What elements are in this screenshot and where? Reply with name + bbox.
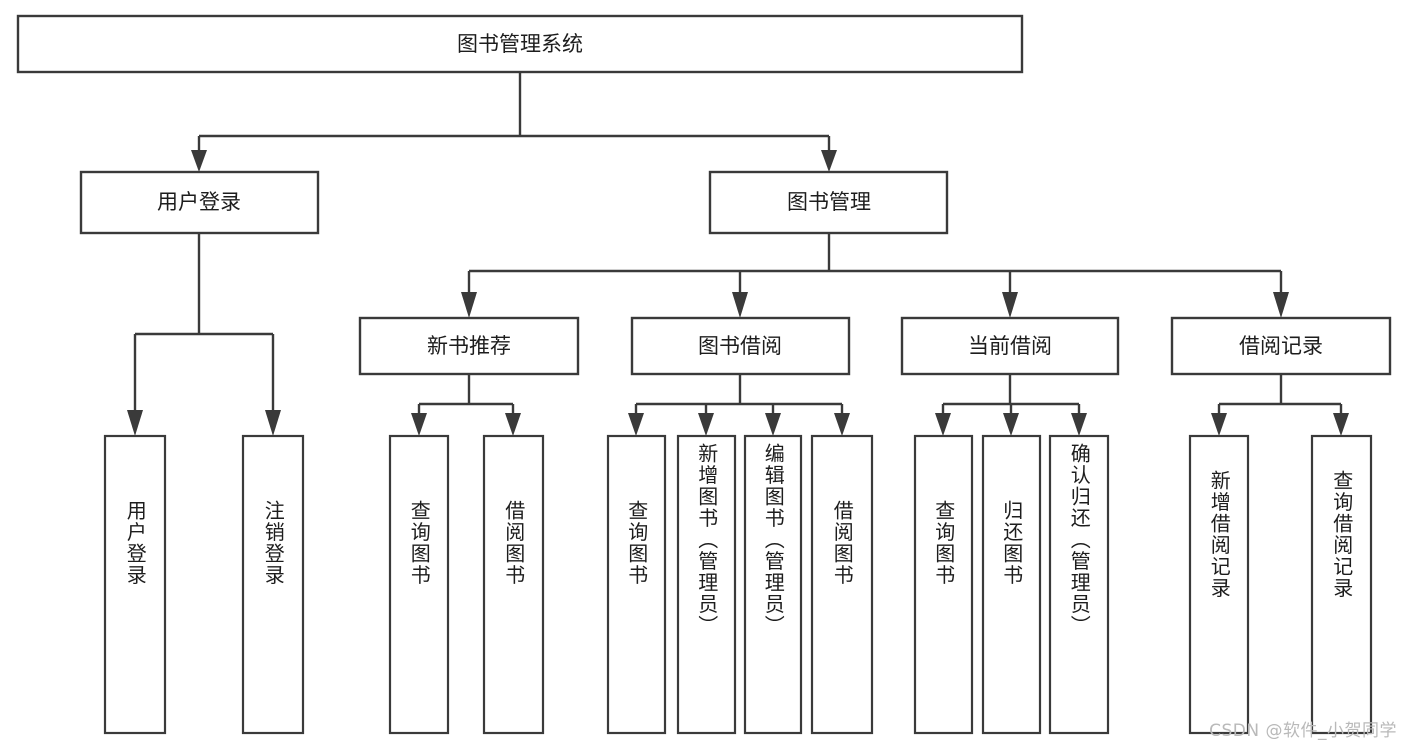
node-current-borrow-label: 当前借阅 (968, 334, 1052, 358)
leaf-box-confirm-return-admin[interactable] (1048, 434, 1110, 735)
node-root-system-label: 图书管理系统 (457, 32, 583, 56)
arrow-head-to-record (1273, 292, 1289, 318)
leaf-box-user-login[interactable] (103, 434, 167, 735)
node-book-borrow-label: 图书借阅 (698, 334, 782, 358)
node-root-system[interactable]: 图书管理系统 (16, 14, 1024, 74)
node-new-book-recommend-label: 新书推荐 (427, 334, 511, 358)
node-borrow-record[interactable]: 借阅记录 (1170, 316, 1392, 376)
arrow-head-newbook-leaf-1 (411, 413, 427, 436)
leaf-box-add-borrow-record[interactable] (1188, 434, 1250, 735)
arrow-head-to-leaf-logout (265, 410, 281, 436)
leaf-box-query-book-borrow[interactable] (606, 434, 667, 735)
connector-group-current-to-leaves (935, 374, 1087, 436)
node-book-management-box[interactable] (708, 170, 949, 235)
node-user-login-label: 用户登录 (157, 190, 241, 214)
node-current-borrow[interactable]: 当前借阅 (900, 316, 1120, 376)
arrow-head-current-leaf-2 (1003, 413, 1019, 436)
connector-group-root-to-level2 (191, 72, 837, 172)
arrow-head-borrow-leaf-2 (698, 413, 714, 436)
arrow-head-to-user-login (191, 150, 207, 172)
node-book-borrow-box[interactable] (630, 316, 851, 376)
connector-group-newbook-to-leaves (411, 374, 521, 436)
connector-group-user-login-to-leaves (127, 233, 281, 436)
arrow-head-record-leaf-2 (1333, 413, 1349, 436)
leaf-box-query-book-newbook[interactable] (388, 434, 450, 735)
arrow-head-borrow-leaf-3 (765, 413, 781, 436)
arrow-head-to-borrow (732, 292, 748, 318)
arrow-head-to-newbook (461, 292, 477, 318)
arrow-head-newbook-leaf-2 (505, 413, 521, 436)
leaf-box-logout[interactable] (241, 434, 305, 735)
arrow-head-current-leaf-3 (1071, 413, 1087, 436)
leaf-box-return-book[interactable] (981, 434, 1042, 735)
node-book-management-label: 图书管理 (787, 190, 871, 214)
connector-group-book-manage-to-level3 (461, 233, 1289, 318)
node-new-book-recommend[interactable]: 新书推荐 (358, 316, 580, 376)
arrow-head-current-leaf-1 (935, 413, 951, 436)
leaf-box-query-book-current[interactable] (913, 434, 974, 735)
arrow-head-record-leaf-1 (1211, 413, 1227, 436)
arrow-head-borrow-leaf-4 (834, 413, 850, 436)
node-borrow-record-label: 借阅记录 (1239, 334, 1323, 358)
leaf-box-borrow-book[interactable] (810, 434, 874, 735)
node-user-login[interactable]: 用户登录 (79, 170, 320, 235)
node-book-management[interactable]: 图书管理 (708, 170, 949, 235)
csdn-watermark: CSDN @软件_小贺同学 (1209, 721, 1397, 741)
arrow-head-to-current (1002, 292, 1018, 318)
node-borrow-record-box[interactable] (1170, 316, 1392, 376)
leaf-box-add-book-admin[interactable] (676, 434, 737, 735)
node-current-borrow-box[interactable] (900, 316, 1120, 376)
node-new-book-recommend-box[interactable] (358, 316, 580, 376)
node-book-borrow[interactable]: 图书借阅 (630, 316, 851, 376)
leaf-box-borrow-book-newbook[interactable] (482, 434, 545, 735)
arrow-head-to-leaf-user-login (127, 410, 143, 436)
arrow-head-borrow-leaf-1 (628, 413, 644, 436)
node-root-system-box[interactable] (16, 14, 1024, 74)
node-user-login-box[interactable] (79, 170, 320, 235)
connector-group-borrow-to-leaves (628, 374, 850, 436)
leaf-box-edit-book-admin[interactable] (743, 434, 803, 735)
arrow-head-to-book-manage (821, 150, 837, 172)
connector-group-record-to-leaves (1211, 374, 1349, 436)
leaf-box-query-borrow-record[interactable] (1310, 434, 1373, 735)
